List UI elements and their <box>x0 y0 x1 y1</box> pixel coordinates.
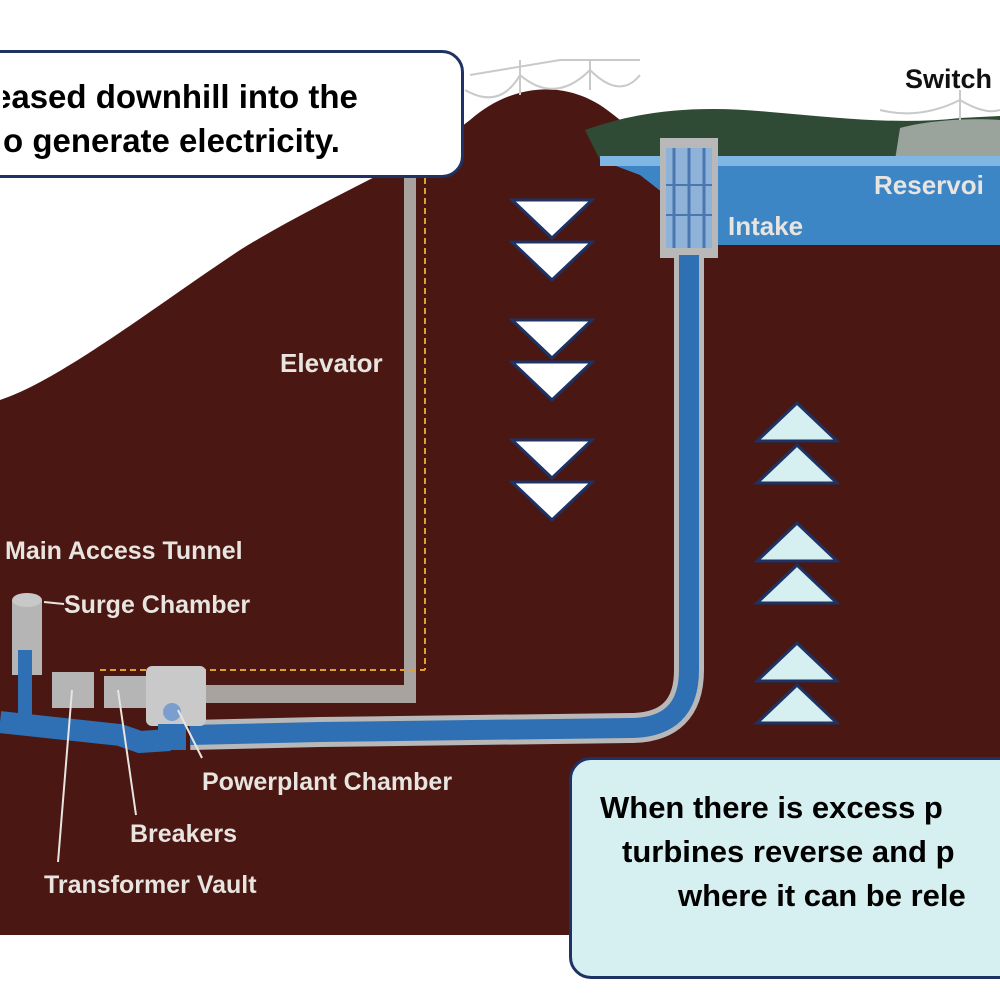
up-arrow-5 <box>753 640 841 683</box>
powerplant-outflow <box>158 724 186 750</box>
access-tunnel <box>150 685 416 703</box>
down-arrow-3 <box>508 318 596 361</box>
callout-top-line-1: eased downhill into the <box>3 78 358 115</box>
label-intake: Intake <box>728 211 803 241</box>
label-reservoir: Reservoi <box>874 170 984 200</box>
callout-top-line-2: o generate electricity. <box>3 122 340 159</box>
up-arrow-1 <box>753 400 841 443</box>
up-arrows <box>753 400 841 725</box>
breakers-block <box>104 676 146 708</box>
label-main-access-tunnel: Main Access Tunnel <box>5 537 243 565</box>
elevator-shaft <box>404 178 416 703</box>
label-breakers: Breakers <box>130 820 237 848</box>
label-elevator: Elevator <box>280 348 383 378</box>
penstock-water <box>189 255 699 745</box>
up-arrow-3 <box>753 520 841 563</box>
transmission-lines <box>464 59 1000 120</box>
callout-bottom-line-3: where it can be rele <box>678 878 966 913</box>
label-surge-chamber: Surge Chamber <box>64 591 250 619</box>
callout-generate-electricity: eased downhill into the o generate elect… <box>0 50 464 178</box>
label-switchyard: Switch <box>905 64 992 94</box>
down-arrow-5 <box>508 438 596 481</box>
down-arrow-1 <box>508 198 596 241</box>
grey-ground <box>895 119 1000 160</box>
intake-tower <box>660 138 718 258</box>
callout-excess-power: When there is excess p turbines reverse … <box>569 757 1000 979</box>
reservoir-surface <box>600 156 1000 166</box>
label-transformer-vault: Transformer Vault <box>44 871 257 899</box>
up-arrow-4 <box>753 562 841 605</box>
label-powerplant-chamber: Powerplant Chamber <box>202 768 452 796</box>
leader-lines <box>43 601 203 863</box>
up-arrow-2 <box>753 442 841 485</box>
turbine-icon <box>163 703 181 721</box>
down-arrows <box>508 198 596 523</box>
transformer-vault-block <box>52 672 94 708</box>
surge-chamber <box>12 593 42 730</box>
down-arrow-4 <box>508 360 596 403</box>
down-arrow-2 <box>508 240 596 283</box>
down-arrow-6 <box>508 480 596 523</box>
callout-bottom-line-2: turbines reverse and p <box>622 834 955 869</box>
up-arrow-6 <box>753 682 841 725</box>
powerplant-chamber-block <box>146 666 206 726</box>
callout-bottom-line-1: When there is excess p <box>600 790 943 825</box>
tailrace <box>0 711 171 754</box>
